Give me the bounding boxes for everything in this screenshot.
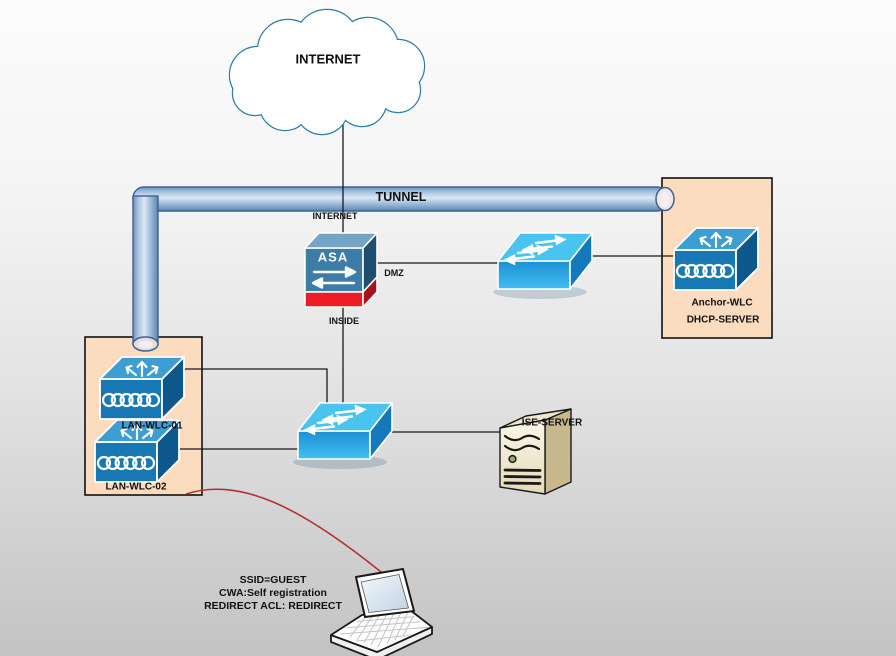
ise-server-label: ISE-SERVER — [521, 417, 583, 429]
tunnel-label: TUNNEL — [375, 190, 427, 204]
anchor-wlc-icon — [672, 226, 760, 292]
dmz-switch-icon — [491, 231, 594, 301]
internet-cloud-label: INTERNET — [295, 51, 361, 67]
asa-firewall-icon — [304, 232, 378, 308]
client-laptop-icon — [330, 568, 433, 656]
asa-inside-interface-label: INSIDE — [328, 316, 360, 326]
dhcp-server-label: DHCP-SERVER — [686, 314, 760, 326]
client-association-line — [185, 488, 387, 577]
client-note-line-2: CWA:Self registration — [219, 587, 327, 599]
client-note-line-3: REDIRECT ACL: REDIRECT — [204, 600, 342, 612]
tunnel-pipe-icon — [132, 186, 675, 352]
asa-internet-interface-label: INTERNET — [312, 211, 358, 221]
lan-wlc-02-label: LAN-WLC-02 — [105, 481, 167, 493]
inside-switch-icon — [291, 401, 394, 471]
asa-label: ASA — [317, 249, 349, 265]
link-lines — [170, 255, 700, 450]
lan-wlc-01-label: LAN-WLC-01 — [121, 420, 183, 432]
client-note-line-1: SSID=GUEST — [239, 574, 307, 586]
ise-server-icon — [499, 408, 572, 495]
internet-cloud-icon — [228, 8, 426, 136]
anchor-wlc-label: Anchor-WLC — [691, 297, 753, 309]
lan-wlc-01-icon — [98, 355, 186, 421]
link-lanwlc01-switch — [170, 368, 328, 410]
asa-dmz-interface-label: DMZ — [384, 268, 404, 278]
